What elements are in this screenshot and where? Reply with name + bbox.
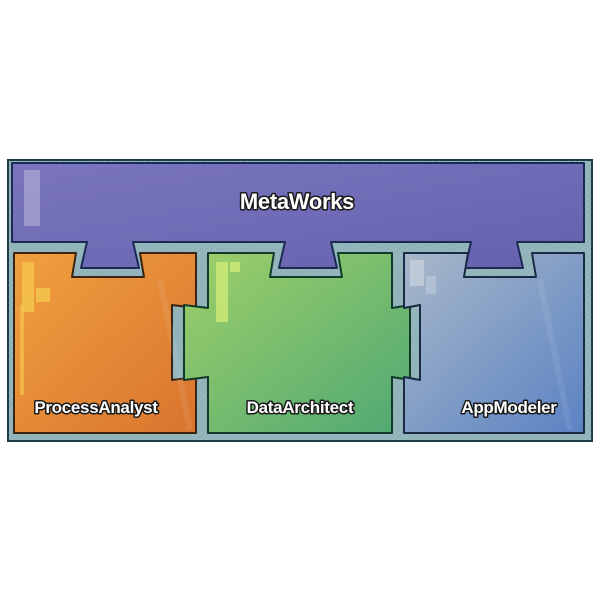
metaworks-highlight [24,170,40,226]
process-analyst-label: ProcessAnalyst [34,398,158,417]
app-modeler-block [403,252,585,434]
shade-line-1 [157,279,193,431]
metaworks-label: MetaWorks [240,189,354,214]
app-modeler-highlight-small [426,276,436,294]
data-architect-label: DataArchitect [247,398,354,417]
data-architect-highlight-small [230,262,240,272]
app-modeler-highlight [410,260,424,286]
app-modeler-label: AppModeler [461,398,557,417]
data-architect-highlight [216,262,228,322]
process-analyst-highlight-small [36,288,50,302]
process-analyst-highlight-strip [20,305,24,395]
process-analyst-highlight [22,262,34,312]
shade-line-2 [537,279,573,431]
metaworks-block [11,162,585,269]
